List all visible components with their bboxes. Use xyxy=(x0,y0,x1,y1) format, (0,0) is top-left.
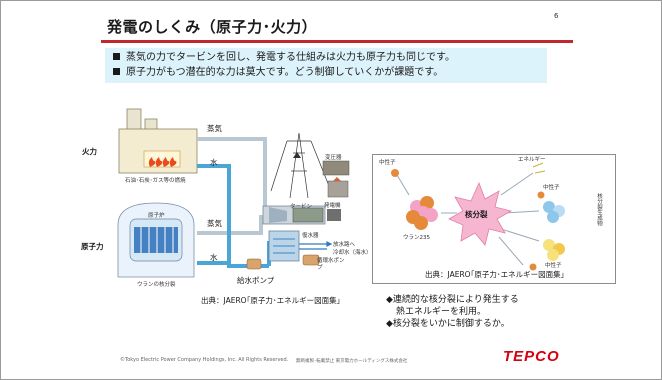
nuclear-row-label: 原子力 xyxy=(81,242,104,251)
bullet-text: 蒸気の力でタービンを回し、発電する仕組みは火力も原子力も同じです。 xyxy=(126,52,455,63)
neutron-label-bottom: 中性子 xyxy=(545,263,562,269)
neutron-icon xyxy=(391,169,399,177)
fission-diagram-box: 中性子 ウラン235 核分裂 エネルギー 中性子 中性子 核分裂生成物 出典：J… xyxy=(372,154,616,284)
neutron-icon xyxy=(537,191,545,199)
fission-product-icon xyxy=(543,201,565,223)
flow-arrow-icon xyxy=(293,152,301,158)
summary-box: 蒸気の力でタービンを回し、発電する仕組みは火力も原子力も同じです。 原子力がもつ… xyxy=(105,48,547,83)
steam-pipes xyxy=(197,137,267,235)
uranium-nucleus-icon xyxy=(406,196,438,230)
bullet-item: 原子力がもつ潜在的な力は莫大です。どう制御していくかが課題です。 xyxy=(113,67,443,79)
footer-copyright: ©Tokyo Electric Power Company Holdings, … xyxy=(120,357,289,363)
cooling-water-lines xyxy=(299,241,333,250)
fission-diagram-source: 出典：JAERO｢原子力･エネルギー図面集｣ xyxy=(425,270,565,279)
title-underline xyxy=(101,40,573,43)
fission-product-icon xyxy=(543,239,565,261)
generator-label: 発電機 xyxy=(324,203,341,209)
reactor-vessel xyxy=(117,202,195,278)
to-discharge-label: 放水路へ xyxy=(333,242,356,248)
boiler-label: ボイラ xyxy=(149,153,165,159)
page-number: 6 xyxy=(554,12,559,20)
turbine-generator xyxy=(262,205,341,225)
circulating-pump xyxy=(302,254,320,266)
water-label-top: 水 xyxy=(210,158,218,167)
tepco-logo: TEPCO xyxy=(503,348,560,365)
neutron-label-top: 中性子 xyxy=(543,185,560,191)
bullet-square-icon xyxy=(113,53,120,60)
note-line: 熱エネルギーを利用。 xyxy=(396,307,487,317)
uranium-label: ウラン235 xyxy=(403,235,430,241)
condenser xyxy=(268,230,300,262)
neutron-icon xyxy=(529,263,537,271)
reactor-caption: ウランの核分裂 xyxy=(137,282,176,288)
cooling-water-label: 冷却水（海水） xyxy=(333,250,372,256)
transformer-label: 変圧器 xyxy=(325,155,342,161)
thermal-row-label: 火力 xyxy=(82,147,97,156)
energy-label: エネルギー xyxy=(518,157,546,163)
water-pipes xyxy=(197,164,271,268)
bullet-text: 原子力がもつ潜在的な力は莫大です。どう制御していくかが課題です。 xyxy=(126,67,444,78)
note-line: ◆核分裂をいかに制御するか。 xyxy=(386,319,510,329)
footer-notice: 無断複製･転載禁止 東京電力ホールディングス株式会社 xyxy=(296,359,408,364)
steam-label-bottom: 蒸気 xyxy=(207,219,222,228)
note-line: ◆連続的な核分裂により発生する xyxy=(386,295,519,305)
slide-title: 発電のしくみ（原子力･火力） xyxy=(107,18,318,36)
reactor-label: 原子炉 xyxy=(148,213,165,219)
transmission-tower xyxy=(270,132,332,199)
fission-products-label: 核分裂生成物 xyxy=(596,193,602,226)
neutron-label-left: 中性子 xyxy=(379,160,396,166)
condenser-label: 復水器 xyxy=(302,233,319,239)
substation xyxy=(322,160,350,198)
notes: ◆連続的な核分裂により発生する 熱エネルギーを利用。 ◆核分裂をいかに制御するか… xyxy=(386,294,519,330)
steam-label-top: 蒸気 xyxy=(207,124,222,133)
feed-pump xyxy=(246,258,262,270)
fission-label: 核分裂 xyxy=(465,210,488,219)
boiler-flame-icon xyxy=(143,150,181,168)
feed-pump-label: 給水ポンプ xyxy=(237,276,275,285)
fuel-caption: 石油･石炭･ガス等の燃焼 xyxy=(125,178,186,184)
bullet-item: 蒸気の力でタービンを回し、発電する仕組みは火力も原子力も同じです。 xyxy=(113,52,455,64)
bullet-square-icon xyxy=(113,68,120,75)
plant-diagram-source: 出典：JAERO｢原子力･エネルギー図面集｣ xyxy=(201,296,341,305)
fission-burst-icon xyxy=(448,181,513,246)
energy-rays-icon xyxy=(532,162,546,174)
circulating-pump-label: 循環水ポンプ xyxy=(317,258,345,271)
turbine-label: タービン xyxy=(290,204,313,210)
water-label-bottom: 水 xyxy=(210,253,218,262)
fission-diagram xyxy=(391,162,565,271)
